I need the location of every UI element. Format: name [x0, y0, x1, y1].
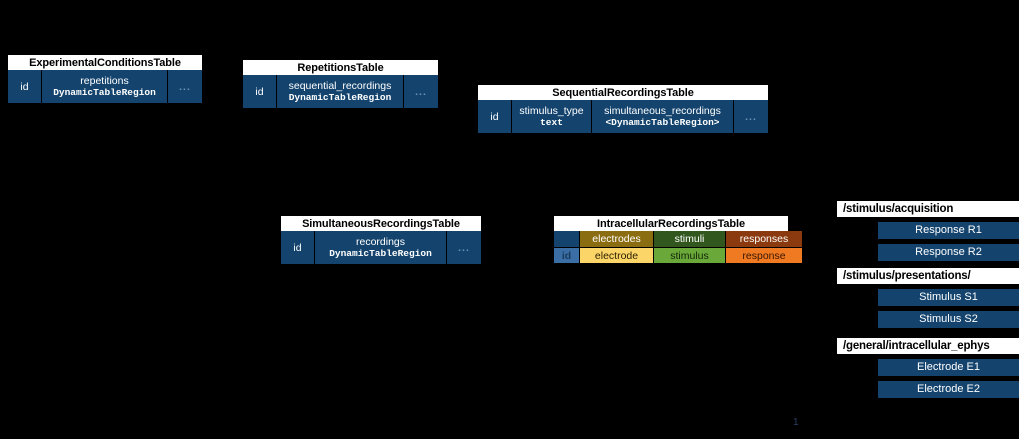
- group-items: Stimulus S1 Stimulus S2: [878, 289, 1019, 328]
- column-id: id: [243, 75, 277, 108]
- group-path-label: /stimulus/acquisition: [837, 201, 1019, 217]
- group-path-label: /stimulus/presentations/: [837, 268, 1019, 284]
- group-items: Electrode E1 Electrode E2: [878, 359, 1019, 398]
- column-repetitions: repetitions DynamicTableRegion: [42, 70, 168, 103]
- column-stimulus: stimulus: [654, 248, 726, 263]
- column-id: id: [8, 70, 42, 103]
- page-mark: 1: [793, 417, 799, 428]
- table-title: RepetitionsTable: [243, 60, 438, 75]
- category-responses: responses: [726, 231, 802, 247]
- general-intracellular-ephys-group[interactable]: /general/intracellular_ephys Electrode E…: [837, 338, 1019, 398]
- object-item-electrode-e1[interactable]: Electrode E1: [878, 359, 1019, 376]
- column-more: ...: [168, 70, 202, 103]
- object-item-response-r2[interactable]: Response R2: [878, 244, 1019, 261]
- column-header-row: id electrode stimulus response: [554, 247, 802, 263]
- table-columns: id recordings DynamicTableRegion ...: [281, 231, 481, 264]
- column-response: response: [726, 248, 802, 263]
- column-stimulus-type: stimulus_type text: [512, 100, 592, 133]
- column-id: id: [281, 231, 315, 264]
- intracellular-recordings-table[interactable]: IntracellularRecordingsTable electrodes …: [554, 216, 802, 263]
- object-item-response-r1[interactable]: Response R1: [878, 222, 1019, 239]
- table-columns: id sequential_recordings DynamicTableReg…: [243, 75, 438, 108]
- group-items: Response R1 Response R2: [878, 222, 1019, 261]
- column-id: id: [478, 100, 512, 133]
- table-columns: electrodes stimuli responses id electrod…: [554, 231, 802, 263]
- object-item-stimulus-s1[interactable]: Stimulus S1: [878, 289, 1019, 306]
- simultaneous-recordings-table[interactable]: SimultaneousRecordingsTable id recording…: [281, 216, 481, 264]
- object-item-stimulus-s2[interactable]: Stimulus S2: [878, 311, 1019, 328]
- object-item-electrode-e2[interactable]: Electrode E2: [878, 381, 1019, 398]
- column-electrode: electrode: [580, 248, 654, 263]
- category-stimuli: stimuli: [654, 231, 726, 247]
- sequential-recordings-table[interactable]: SequentialRecordingsTable id stimulus_ty…: [478, 85, 768, 133]
- repetitions-table[interactable]: RepetitionsTable id sequential_recording…: [243, 60, 438, 108]
- category-header-row: electrodes stimuli responses: [554, 231, 802, 247]
- table-title: SequentialRecordingsTable: [478, 85, 768, 100]
- group-path-label: /general/intracellular_ephys: [837, 338, 1019, 354]
- column-simultaneous-recordings: simultaneous_recordings <DynamicTableReg…: [592, 100, 734, 133]
- table-title: ExperimentalConditionsTable: [8, 55, 202, 70]
- column-more: ...: [404, 75, 438, 108]
- category-electrodes: electrodes: [580, 231, 654, 247]
- column-sequential-recordings: sequential_recordings DynamicTableRegion: [277, 75, 404, 108]
- category-id: [554, 231, 580, 247]
- column-more: ...: [734, 100, 768, 133]
- experimental-conditions-table[interactable]: ExperimentalConditionsTable id repetitio…: [8, 55, 202, 103]
- table-title: SimultaneousRecordingsTable: [281, 216, 481, 231]
- column-id: id: [554, 248, 580, 263]
- column-recordings: recordings DynamicTableRegion: [315, 231, 447, 264]
- table-columns: id stimulus_type text simultaneous_recor…: [478, 100, 768, 133]
- column-more: ...: [447, 231, 481, 264]
- stimulus-acquisition-group[interactable]: /stimulus/acquisition Response R1 Respon…: [837, 201, 1019, 261]
- table-columns: id repetitions DynamicTableRegion ...: [8, 70, 202, 103]
- stimulus-presentations-group[interactable]: /stimulus/presentations/ Stimulus S1 Sti…: [837, 268, 1019, 328]
- table-title: IntracellularRecordingsTable: [554, 216, 788, 231]
